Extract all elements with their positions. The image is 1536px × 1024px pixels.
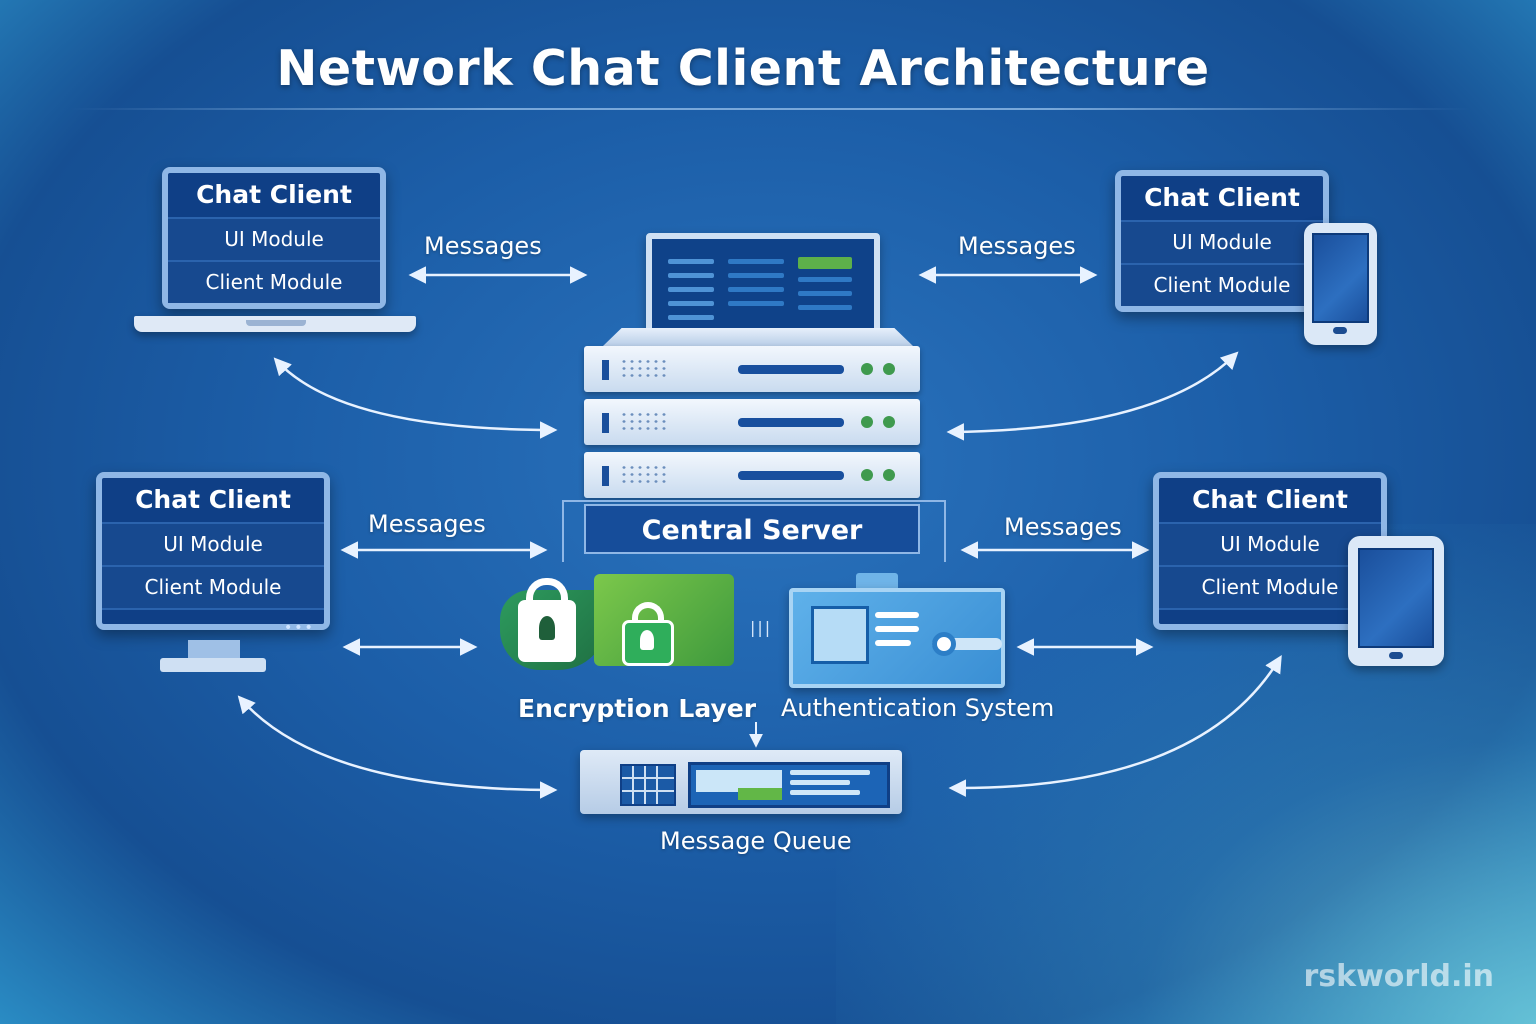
client-module: Client Module (1159, 567, 1381, 610)
title-divider (70, 108, 1470, 110)
watermark-text: rskworld.in (1303, 959, 1494, 994)
ui-module: UI Module (102, 524, 324, 567)
monitor-stand-neck (188, 640, 240, 662)
server-bracket (562, 500, 946, 562)
server-monitor (646, 233, 880, 343)
ui-module: UI Module (1121, 222, 1323, 265)
client-title: Chat Client (1159, 478, 1381, 524)
client-title: Chat Client (168, 173, 380, 219)
authentication-system-label: Authentication System (781, 694, 1055, 722)
messages-label-top-left: Messages (424, 232, 542, 260)
server-rack-top (603, 328, 913, 346)
client-module: Client Module (102, 567, 324, 610)
central-server-label: Central Server (584, 504, 920, 554)
monitor-stand-base (160, 658, 266, 672)
phone-device (1304, 223, 1377, 345)
messages-label-top-right: Messages (958, 232, 1076, 260)
curve-top-right (946, 351, 1239, 441)
client-title: Chat Client (102, 478, 324, 524)
messages-label-mid-left: Messages (368, 510, 486, 538)
client-module: Client Module (168, 262, 380, 303)
server-unit (584, 346, 920, 392)
message-queue-label: Message Queue (660, 827, 852, 855)
server-unit (584, 452, 920, 498)
curve-top-left (273, 357, 558, 439)
chat-client-desktop: Chat Client UI Module Client Module (96, 472, 330, 630)
ui-module: UI Module (168, 219, 380, 262)
diagram-title: Network Chat Client Architecture (276, 40, 1210, 97)
curve-bottom-left (237, 695, 558, 799)
server-unit (584, 399, 920, 445)
encryption-layer-label: Encryption Layer (518, 694, 757, 723)
chat-client-tablet-phone: Chat Client UI Module Client Module (1115, 170, 1329, 312)
tablet-device (1348, 536, 1444, 666)
connector-ticks: ||| (750, 618, 773, 637)
curve-bottom-right (948, 655, 1282, 797)
messages-label-mid-right: Messages (1004, 513, 1122, 541)
ui-module: UI Module (1159, 524, 1381, 567)
client-title: Chat Client (1121, 176, 1323, 222)
laptop-notch (246, 320, 306, 326)
monitor-indicator-dots: ••• (284, 620, 315, 636)
client-module: Client Module (1121, 265, 1323, 306)
chat-client-laptop: Chat Client UI Module Client Module (162, 167, 386, 309)
